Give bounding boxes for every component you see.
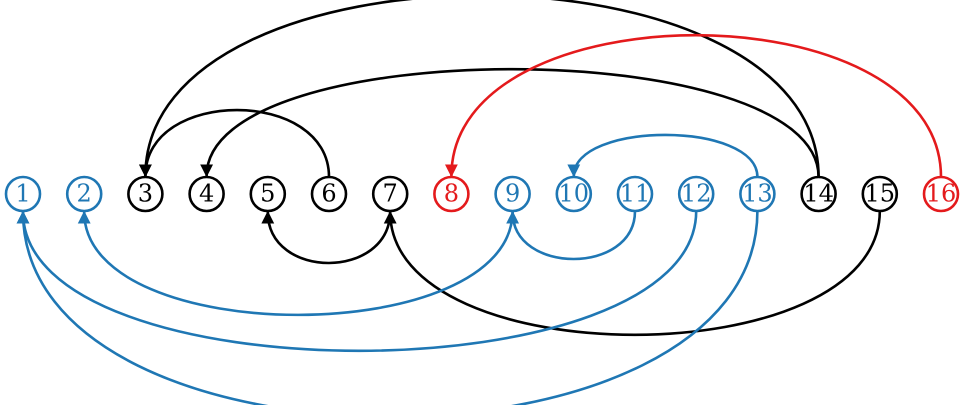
edge-13-to-10 — [567, 133, 759, 178]
edge-12-to-1 — [16, 210, 698, 352]
node-label-15: 15 — [865, 180, 896, 208]
node-12: 12 — [677, 175, 715, 213]
edge-14-to-4 — [200, 67, 820, 178]
edge-15-to-7 — [383, 210, 882, 336]
node-circle-7 — [371, 175, 409, 213]
node-label-2: 2 — [77, 180, 92, 208]
node-5: 5 — [249, 175, 287, 213]
node-circle-11 — [616, 175, 654, 213]
node-circle-5 — [249, 175, 287, 213]
node-circle-9 — [494, 175, 531, 213]
node-15: 15 — [861, 175, 899, 213]
node-label-4: 4 — [199, 180, 214, 208]
node-7: 7 — [371, 175, 409, 213]
node-9: 9 — [494, 175, 531, 213]
node-2: 2 — [65, 175, 103, 213]
node-8: 8 — [433, 175, 470, 213]
node-circle-1 — [4, 175, 42, 213]
node-circle-2 — [65, 175, 103, 213]
node-circle-6 — [310, 175, 348, 213]
node-label-9: 9 — [505, 180, 520, 208]
node-label-6: 6 — [321, 180, 336, 208]
node-label-14: 14 — [803, 180, 834, 208]
node-13: 13 — [739, 175, 776, 213]
edge-13-to-1 — [16, 210, 759, 405]
node-6: 6 — [310, 175, 348, 213]
node-circle-8 — [433, 175, 470, 213]
node-4: 4 — [188, 175, 225, 213]
edge-14-to-3 — [138, 0, 820, 178]
edge-6-to-3 — [138, 108, 331, 178]
edge-16-to-8 — [444, 33, 943, 178]
node-16: 16 — [922, 175, 960, 213]
node-10: 10 — [555, 175, 593, 213]
node-circle-15 — [861, 175, 899, 213]
node-circle-14 — [800, 175, 837, 213]
node-label-8: 8 — [444, 180, 459, 208]
edge-11-to-9 — [506, 210, 637, 261]
node-label-3: 3 — [138, 180, 153, 208]
node-label-11: 11 — [620, 180, 651, 208]
node-circle-10 — [555, 175, 593, 213]
edge-7-to-5 — [261, 210, 392, 265]
node-circle-12 — [677, 175, 715, 213]
edges-layer — [16, 0, 943, 405]
node-label-16: 16 — [926, 180, 957, 208]
edge-9-to-2 — [77, 210, 514, 317]
node-label-10: 10 — [559, 180, 590, 208]
node-1: 1 — [4, 175, 42, 213]
node-label-13: 13 — [742, 180, 773, 208]
node-label-12: 12 — [681, 180, 712, 208]
node-circle-4 — [188, 175, 225, 213]
node-label-1: 1 — [15, 180, 30, 208]
node-label-7: 7 — [383, 180, 398, 208]
node-circle-13 — [739, 175, 776, 213]
node-3: 3 — [127, 175, 164, 213]
node-label-5: 5 — [260, 180, 275, 208]
node-14: 14 — [800, 175, 837, 213]
node-circle-16 — [922, 175, 960, 213]
node-circle-3 — [127, 175, 164, 213]
node-11: 11 — [616, 175, 654, 213]
